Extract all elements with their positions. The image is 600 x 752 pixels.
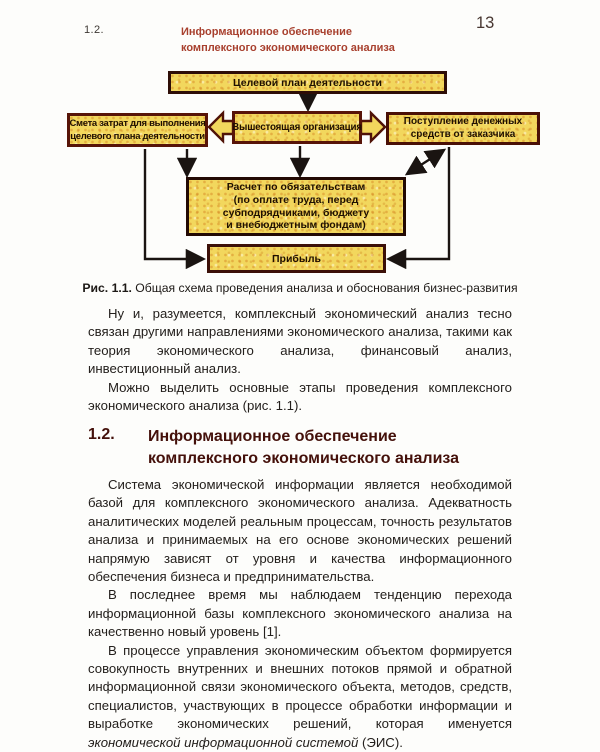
arrow-inflow-settlements-bidirectional [404, 148, 447, 176]
running-header: Информационное обеспечение комплексного … [181, 25, 395, 56]
flowchart-box-parent-organization: Вышестоящая организация [232, 111, 362, 144]
section-heading-title: Информационное обеспечение комплексного … [148, 426, 459, 469]
body-text-block-2: Система экономической информации являетс… [88, 476, 512, 752]
figure-caption-text: Общая схема проведения анализа и обоснов… [131, 281, 518, 295]
block-arrow-to-estimate [207, 110, 235, 144]
running-header-line2: комплексного экономического анализа [181, 41, 395, 54]
section-heading: 1.2. Информационное обеспечение комплекс… [88, 426, 459, 469]
paragraph-1: Ну и, разумеется, комплексный экономичес… [88, 306, 512, 377]
section-heading-number: 1.2. [88, 426, 115, 443]
flowchart-box-target-plan: Целевой план деятельности [168, 71, 447, 94]
page-number: 13 [476, 14, 495, 32]
connector-inflow-to-profit [385, 147, 451, 270]
section-heading-line2: комплексного экономического анализа [148, 449, 460, 467]
flowchart-box-cash-inflow: Поступление денежных средств от заказчик… [386, 112, 540, 145]
flowchart-figure: Целевой план деятельности Смета затрат д… [0, 0, 600, 310]
section-heading-line1: Информационное обеспечение [148, 428, 397, 445]
term-economic-information-system: экономической информационной системой [88, 734, 359, 750]
paragraph-5: В процессе управления экономическим объе… [88, 642, 512, 750]
connector-estimate-to-profit [143, 149, 207, 270]
block-arrow-to-inflow [359, 110, 387, 144]
figure-caption: Рис. 1.1. Общая схема проведения анализа… [0, 281, 600, 295]
flowchart-box-profit: Прибыль [207, 244, 386, 273]
header-section-number: 1.2. [84, 24, 104, 36]
body-text-block-1: Ну и, разумеется, комплексный экономичес… [88, 305, 512, 415]
running-header-line1: Информационное обеспечение [181, 26, 352, 38]
paragraph-3: Система экономической информации являетс… [88, 477, 512, 585]
figure-caption-label: Рис. 1.1. [82, 281, 132, 295]
flowchart-box-settlements: Расчет по обязательствам (по оплате труд… [186, 177, 406, 236]
paragraph-2: Можно выделить основные этапы проведения… [88, 379, 512, 414]
flowchart-box-cost-estimate: Смета затрат для выполнения целевого пла… [67, 113, 208, 147]
paragraph-4: В последнее время мы наблюдаем тенденцию… [88, 587, 512, 640]
